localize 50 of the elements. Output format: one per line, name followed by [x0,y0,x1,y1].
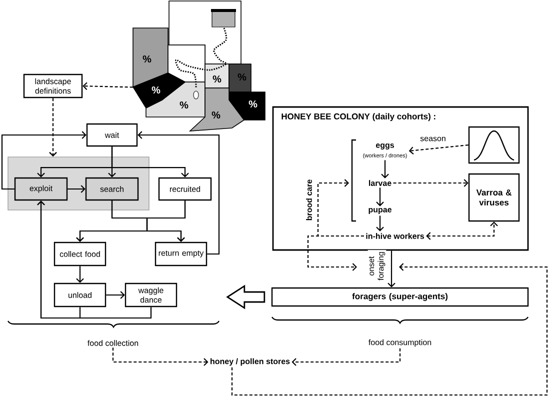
stage-label: in-hive workers [366,233,424,239]
brace-label: food consumption [368,339,432,347]
arrow [111,146,189,178]
process-box: landscape definitions [23,74,83,98]
arrow [307,235,364,271]
arrow [76,266,84,283]
process-box: recruited [158,177,212,201]
stage-label: larvae [369,180,392,186]
process-box: foragers (super-agents) [271,287,529,307]
arrow [292,348,401,366]
arrow [1,131,86,190]
arrow [376,188,384,206]
process-box: waggle dance [124,282,178,308]
block-arrow [226,284,266,310]
percent-label: % [238,73,246,81]
process-box: Varroa & viruses [468,173,520,222]
percent-label: % [212,75,222,83]
process-box: wait [86,123,138,147]
percent-label: % [248,100,258,108]
season-chart [468,126,520,164]
process-box: collect food [54,242,106,266]
arrow [393,179,468,187]
percent-label: % [152,86,160,94]
arrow [408,144,468,154]
arrow [37,200,152,319]
edge-label: season [419,136,447,142]
arrow [106,291,125,299]
arrow [82,82,133,90]
percent-label: % [180,101,188,109]
store-label: honey / pollen stores [210,358,290,366]
arrow [138,131,220,255]
percent-label: % [212,111,220,119]
edge-label: onset foraging [368,250,386,282]
arrow [376,216,384,232]
arrow [112,348,208,366]
arrow [68,185,86,193]
brace-label: food collection [88,340,138,346]
process-box: exploit [14,177,68,201]
percent-label: % [142,55,152,63]
arrow [426,222,498,240]
arrow [381,160,389,178]
process-box: return empty [154,242,208,266]
stage-label: pupae [368,208,392,214]
arrow [231,263,548,396]
process-box: search [85,177,139,201]
edge-label: brood care [305,178,313,222]
arrow [146,200,186,242]
process-box: unload [54,282,106,308]
arrow [388,250,396,288]
arrow [49,98,57,157]
